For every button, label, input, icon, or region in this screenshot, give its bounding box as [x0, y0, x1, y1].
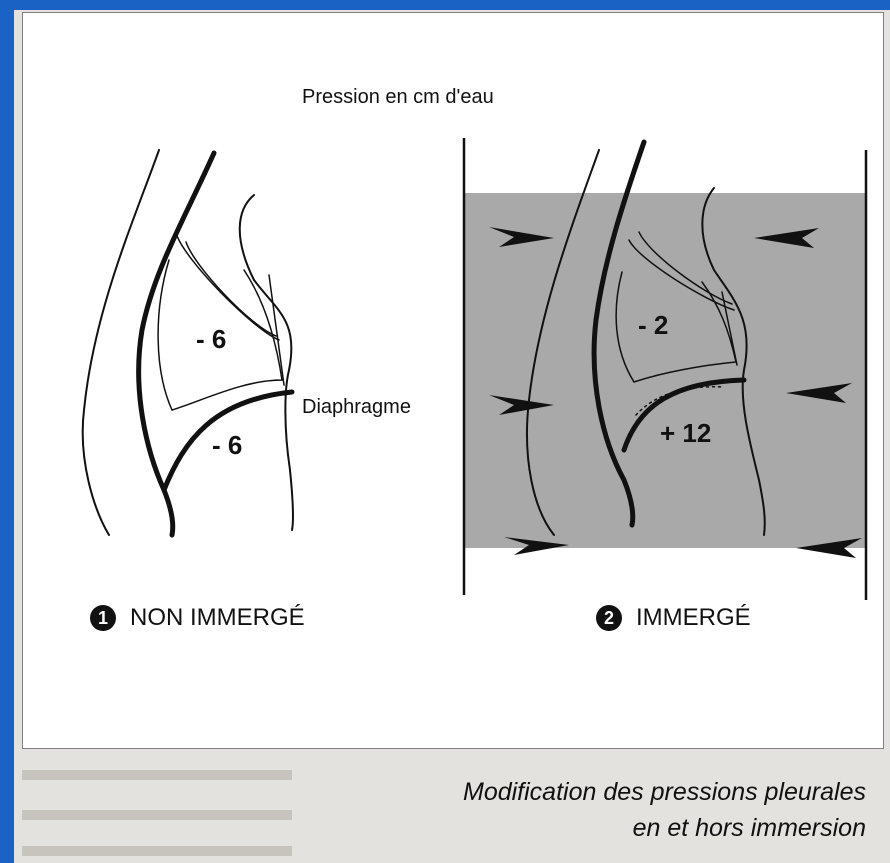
- book-page: Pression en cm d'eau Diaphragme - 6 - 6 …: [14, 10, 890, 863]
- left-body: [83, 150, 293, 535]
- left-lung-top: [176, 233, 279, 340]
- diaphragm-label: Diaphragme: [302, 396, 411, 419]
- left-back-outline: [83, 150, 159, 535]
- left-lung-top-2: [186, 242, 276, 336]
- left-abdominal-value: - 6: [212, 430, 242, 461]
- left-pleural-value: - 6: [196, 324, 226, 355]
- right-panel-label: IMMERGÉ: [636, 604, 751, 632]
- left-panel-caption: 1 NON IMMERGÉ: [90, 604, 305, 632]
- left-panel-label: NON IMMERGÉ: [130, 604, 305, 632]
- caption-line-2: en et hors immersion: [633, 814, 866, 843]
- diagram-title: Pression en cm d'eau: [302, 86, 494, 109]
- right-abdominal-value: + 12: [660, 418, 711, 449]
- left-panel-number-badge: 1: [90, 605, 116, 631]
- left-abdomen-outline: [240, 195, 293, 530]
- right-panel-number-badge: 2: [596, 605, 622, 631]
- right-pleural-value: - 2: [638, 310, 668, 341]
- caption-line-1: Modification des pressions pleurales: [463, 778, 866, 807]
- right-panel-caption: 2 IMMERGÉ: [596, 604, 751, 632]
- pressure-diagram: [14, 10, 890, 770]
